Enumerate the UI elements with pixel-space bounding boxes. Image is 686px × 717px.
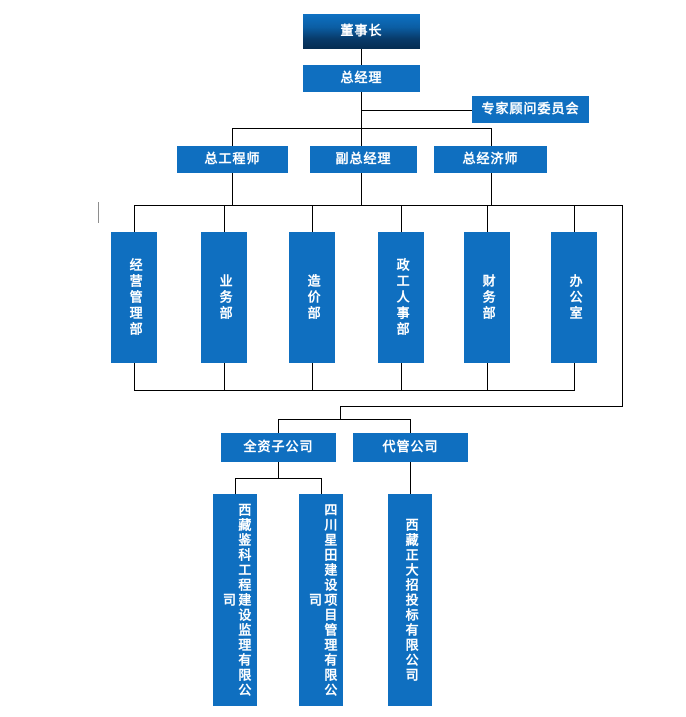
connector-dept-up-2: [224, 363, 225, 390]
connector-company-drop-3: [410, 462, 411, 494]
connector-dept-drop-5: [487, 205, 488, 232]
connector-dept-up-5: [487, 363, 488, 390]
node-dept-business[interactable]: 业务部: [201, 232, 247, 363]
node-deputy-general-manager-label: 副总经理: [335, 151, 392, 167]
connector-group1-bar: [235, 478, 322, 479]
node-general-manager-label: 总经理: [340, 70, 383, 86]
connector-gm-to-advisory: [361, 110, 472, 111]
node-company-jianke[interactable]: 西藏鉴科工程建设监理有限公司: [213, 494, 257, 706]
node-advisory-committee-label: 专家顾问委员会: [481, 101, 580, 117]
connector-outer-bracket-right: [622, 205, 623, 406]
connector-dept-bar-bottom: [134, 390, 575, 391]
connector-dept-up-4: [401, 363, 402, 390]
node-group-wholly-owned[interactable]: 全资子公司: [221, 433, 336, 462]
node-dept-hr-label: 政工人事部: [393, 257, 409, 338]
node-company-xingtian-label: 四川星田建设项目管理有限公司: [306, 502, 337, 698]
connector-company-group-drop-2: [410, 419, 411, 433]
connector-exec-drop-1: [232, 128, 233, 146]
node-dept-hr[interactable]: 政工人事部: [378, 232, 424, 363]
connector-exec-drop-3: [491, 128, 492, 146]
connector-subsidiary-rail-drop: [340, 406, 341, 419]
connector-company-drop-1: [235, 478, 236, 494]
node-dept-business-label: 业务部: [216, 273, 232, 322]
node-dept-management[interactable]: 经营管理部: [111, 232, 157, 363]
node-deputy-general-manager[interactable]: 副总经理: [310, 146, 417, 173]
connector-dept-up-3: [312, 363, 313, 390]
node-company-jianke-label: 西藏鉴科工程建设监理有限公司: [220, 502, 251, 698]
node-dept-cost[interactable]: 造价部: [289, 232, 335, 363]
connector-group1-down: [278, 462, 279, 478]
node-chief-engineer-label: 总工程师: [204, 151, 261, 167]
connector-dept-drop-3: [312, 205, 313, 232]
connector-dept-up-1: [134, 363, 135, 390]
node-dept-cost-label: 造价部: [304, 273, 320, 322]
connector-dept-drop-1: [134, 205, 135, 232]
connector-company-drop-2: [321, 478, 322, 494]
connector-exec2-down: [361, 173, 362, 205]
node-chief-engineer[interactable]: 总工程师: [177, 146, 288, 173]
node-dept-management-label: 经营管理部: [126, 257, 142, 338]
node-chief-economist-label: 总经济师: [462, 151, 519, 167]
node-dept-finance-label: 财务部: [479, 273, 495, 322]
node-advisory-committee[interactable]: 专家顾问委员会: [472, 96, 589, 123]
connector-exec-bar: [232, 128, 492, 129]
connector-dept-bar-top: [134, 205, 623, 206]
node-dept-finance[interactable]: 财务部: [464, 232, 510, 363]
stray-tick-mark: [98, 202, 99, 223]
connector-exec1-down: [232, 173, 233, 205]
node-chairman-label: 董事长: [340, 23, 383, 39]
connector-exec3-down: [491, 173, 492, 205]
node-company-zhengda-label: 西藏正大招投标有限公司: [402, 517, 418, 683]
node-dept-office[interactable]: 办公室: [551, 232, 597, 363]
node-company-xingtian[interactable]: 四川星田建设项目管理有限公司: [299, 494, 343, 706]
node-dept-office-label: 办公室: [566, 273, 582, 322]
node-chairman[interactable]: 董事长: [303, 14, 420, 49]
node-general-manager[interactable]: 总经理: [303, 65, 420, 92]
connector-company-group-drop-1: [278, 419, 279, 433]
node-group-managed[interactable]: 代管公司: [353, 433, 468, 462]
node-group-managed-label: 代管公司: [382, 439, 439, 455]
node-company-zhengda[interactable]: 西藏正大招投标有限公司: [388, 494, 432, 706]
connector-gm-trunk: [361, 92, 362, 146]
connector-dept-up-6: [574, 363, 575, 390]
connector-company-group-bar: [278, 419, 411, 420]
connector-subsidiary-rail: [340, 406, 623, 407]
connector-chairman-to-gm: [361, 49, 362, 65]
node-chief-economist[interactable]: 总经济师: [434, 146, 547, 173]
connector-dept-drop-2: [224, 205, 225, 232]
connector-dept-drop-6: [574, 205, 575, 232]
node-group-wholly-owned-label: 全资子公司: [243, 439, 314, 455]
connector-dept-drop-4: [401, 205, 402, 232]
